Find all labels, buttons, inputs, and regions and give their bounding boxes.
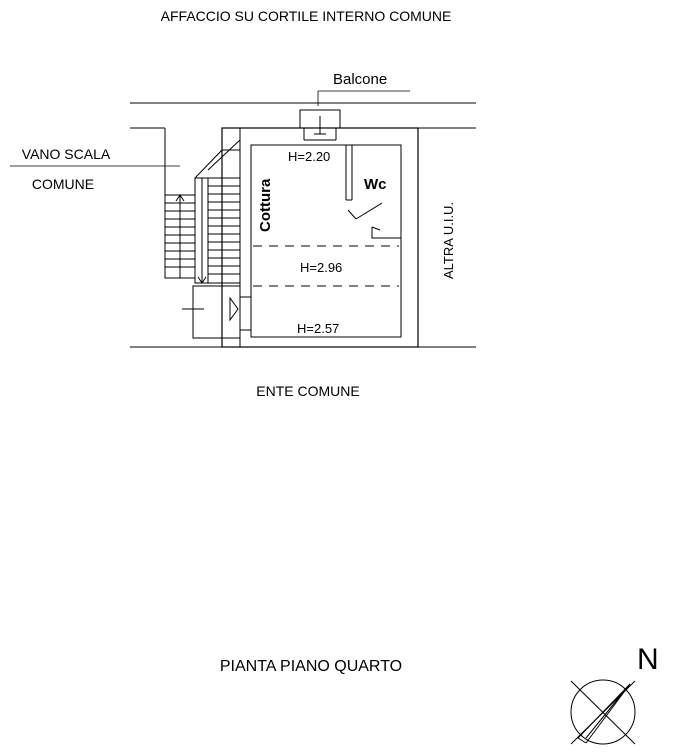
- wc-label: Wc: [364, 176, 387, 193]
- kitchen-label: Cottura: [257, 178, 274, 232]
- stair-label-line2: COMUNE: [32, 176, 94, 192]
- plan-title: PIANTA PIANO QUARTO: [220, 658, 402, 675]
- wc-partition: [345, 145, 401, 239]
- north-arrow: N: [570, 643, 659, 745]
- courtyard-heading: AFFACCIO SU CORTILE INTERNO COMUNE: [161, 8, 452, 24]
- staircase: [164, 139, 241, 284]
- entrance-landing: [182, 285, 251, 339]
- building-outline: [130, 102, 476, 348]
- height-middle-label: H=2.96: [300, 260, 342, 275]
- other-unit-label: ALTRA U.I.U.: [441, 202, 456, 279]
- stair-label-line1: VANO SCALA: [22, 146, 111, 162]
- common-area-label: ENTE COMUNE: [256, 383, 359, 399]
- height-balcony-label: H=2.20: [288, 149, 330, 164]
- balcony: [299, 109, 341, 141]
- height-lower-label: H=2.57: [297, 321, 339, 336]
- north-label: N: [637, 643, 659, 676]
- balcony-label: Balcone: [333, 71, 387, 88]
